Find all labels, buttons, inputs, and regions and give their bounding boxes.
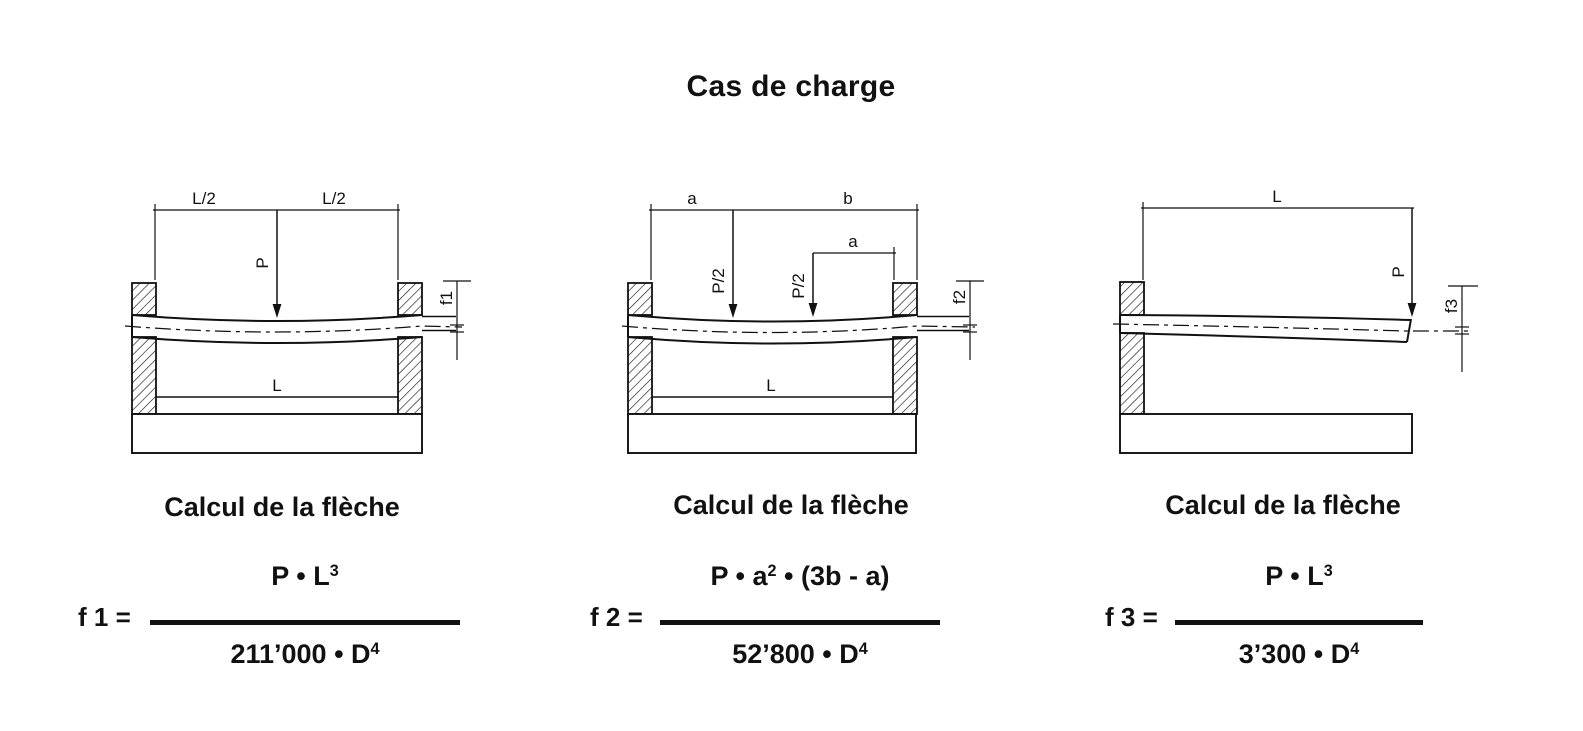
formula-f2-fraction-bar	[660, 620, 940, 625]
f3-den-sup: 4	[1350, 640, 1360, 659]
formula-f2-lhs: f 2 =	[590, 602, 643, 632]
formula-f3-fraction: P • L3 3’300 • D4	[1175, 558, 1423, 671]
formula-f3-numerator: P • L3	[1175, 558, 1423, 594]
span-label-l: L	[766, 376, 775, 395]
dim-label-l2-left: L/2	[192, 189, 216, 208]
diagram-cantilever-end-load: L P f3	[1112, 187, 1478, 454]
dim-label-b: b	[843, 189, 852, 208]
formula-f1-lhs: f 1 =	[78, 602, 131, 632]
f1-num-sup: 3	[329, 562, 339, 581]
diagram-simply-supported-center-load: L/2 L/2 P	[124, 189, 471, 454]
f3-den-text: 3’300 • D	[1238, 639, 1351, 669]
left-bearing-support	[627, 282, 653, 415]
f1-den-sup: 4	[370, 640, 380, 659]
deflected-shaft	[124, 314, 463, 344]
deflection-dimension-f3: f3	[1442, 285, 1478, 372]
formula-f1-denominator: 211’000 • D4	[150, 637, 460, 671]
calc-title-1: Calcul de la flèche	[164, 492, 400, 522]
load-label-p2-first: P/2	[709, 268, 728, 294]
deflected-shaft	[1112, 314, 1472, 343]
clamped-support	[1119, 281, 1145, 415]
dim-label-l: L	[1272, 187, 1281, 206]
shaft-centerline	[621, 325, 976, 334]
f2-den-text: 52’800 • D	[732, 639, 859, 669]
deflection-dimension-f2: f2	[950, 280, 984, 360]
formula-f2-numerator: P • a2 • (3b - a)	[660, 558, 940, 594]
formula-f2: f 2 = P • a2 • (3b - a) 52’800 • D4	[590, 558, 1010, 678]
deflected-shaft	[621, 314, 976, 345]
deflection-dimension-f1: f1	[437, 280, 471, 360]
shaft-centerline	[124, 325, 463, 333]
dimension-span-halves: L/2 L/2	[153, 189, 400, 280]
f2-den-sup: 4	[858, 640, 868, 659]
formula-f2-fraction: P • a2 • (3b - a) 52’800 • D4	[660, 558, 940, 671]
calc-title-3: Calcul de la flèche	[1165, 490, 1401, 520]
load-arrow-p: P	[253, 210, 282, 318]
f3-num-sup: 3	[1323, 562, 1333, 581]
load-label-p2-second: P/2	[789, 273, 808, 299]
page-title: Cas de charge	[686, 70, 896, 103]
f2-num-sup: 2	[767, 562, 777, 581]
dimension-l: L	[1141, 187, 1414, 280]
right-bearing-support	[892, 282, 918, 415]
load-arrow-p: P	[1389, 208, 1417, 317]
formula-f3-lhs: f 3 =	[1105, 602, 1158, 632]
load-label-p: P	[253, 257, 272, 268]
formula-f3-fraction-bar	[1175, 620, 1423, 625]
formula-f1-numerator: P • L3	[150, 558, 460, 594]
calc-title-2: Calcul de la flèche	[673, 490, 909, 520]
shaft-centerline	[1112, 323, 1472, 332]
formula-f2-denominator: 52’800 • D4	[660, 637, 940, 671]
diagram-simply-supported-two-loads: a b a P/2 P/2	[621, 189, 984, 454]
span-label-l: L	[272, 376, 281, 395]
formula-f3: f 3 = P • L3 3’300 • D4	[1105, 558, 1525, 678]
load-arrow-p2-first: P/2	[709, 210, 738, 318]
f1-den-text: 211’000 • D	[230, 639, 371, 669]
housing-base: L	[627, 376, 917, 454]
dim-label-a: a	[687, 189, 697, 208]
deflection-label-f3: f3	[1442, 299, 1461, 313]
f2-num-text1: P • a	[710, 561, 768, 591]
dim-label-l2-right: L/2	[322, 189, 346, 208]
deflection-label-f1: f1	[437, 291, 456, 305]
housing-base	[1119, 413, 1413, 454]
right-bearing-support	[397, 282, 423, 415]
f1-num-text: P • L	[271, 561, 330, 591]
f3-num-text: P • L	[1265, 561, 1324, 591]
dimension-a2: a	[813, 232, 896, 280]
formula-f3-denominator: 3’300 • D4	[1175, 637, 1423, 671]
deflection-label-f2: f2	[950, 290, 969, 304]
formula-f1-fraction: P • L3 211’000 • D4	[150, 558, 460, 671]
left-bearing-support	[131, 282, 157, 415]
formula-f1-fraction-bar	[150, 620, 460, 625]
load-label-p: P	[1389, 266, 1408, 277]
f2-num-text2: • (3b - a)	[776, 561, 890, 591]
dim-label-a2: a	[848, 232, 858, 251]
load-arrow-p2-second: P/2	[789, 253, 818, 317]
housing-base: L	[131, 376, 423, 454]
dimension-a-b: a b	[649, 189, 919, 280]
formula-f1: f 1 = P • L3 211’000 • D4	[78, 558, 498, 678]
